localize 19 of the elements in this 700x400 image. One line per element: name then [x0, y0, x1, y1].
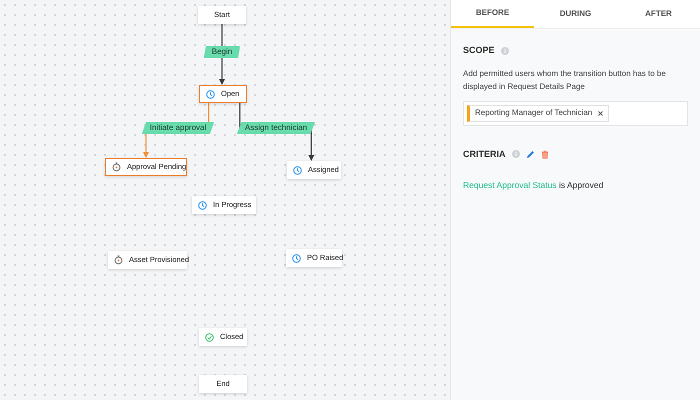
state-box — [192, 196, 256, 214]
state-box — [199, 328, 247, 346]
state-box — [105, 158, 187, 176]
edge-label: Assign technician — [236, 122, 316, 134]
state-box — [199, 375, 247, 393]
state-box — [199, 85, 247, 103]
edge-label: Initiate approval — [142, 122, 214, 134]
chip-text: Reporting Manager of Technician — [475, 107, 592, 119]
state-box — [286, 249, 342, 267]
criteria-text: Request Approval Status is Approved — [463, 179, 604, 192]
state-box — [198, 6, 246, 24]
state-box — [108, 251, 187, 269]
state-box — [287, 161, 341, 179]
description-text: Add permitted users whom the transition button has to be displayed in Request Details Page — [463, 68, 667, 92]
edge-label: Begin — [204, 46, 240, 58]
section-heading: SCOPE — [463, 44, 495, 57]
section-heading: CRITERIA — [463, 148, 506, 160]
tab: DURING — [534, 0, 617, 28]
tab: AFTER — [617, 0, 700, 28]
